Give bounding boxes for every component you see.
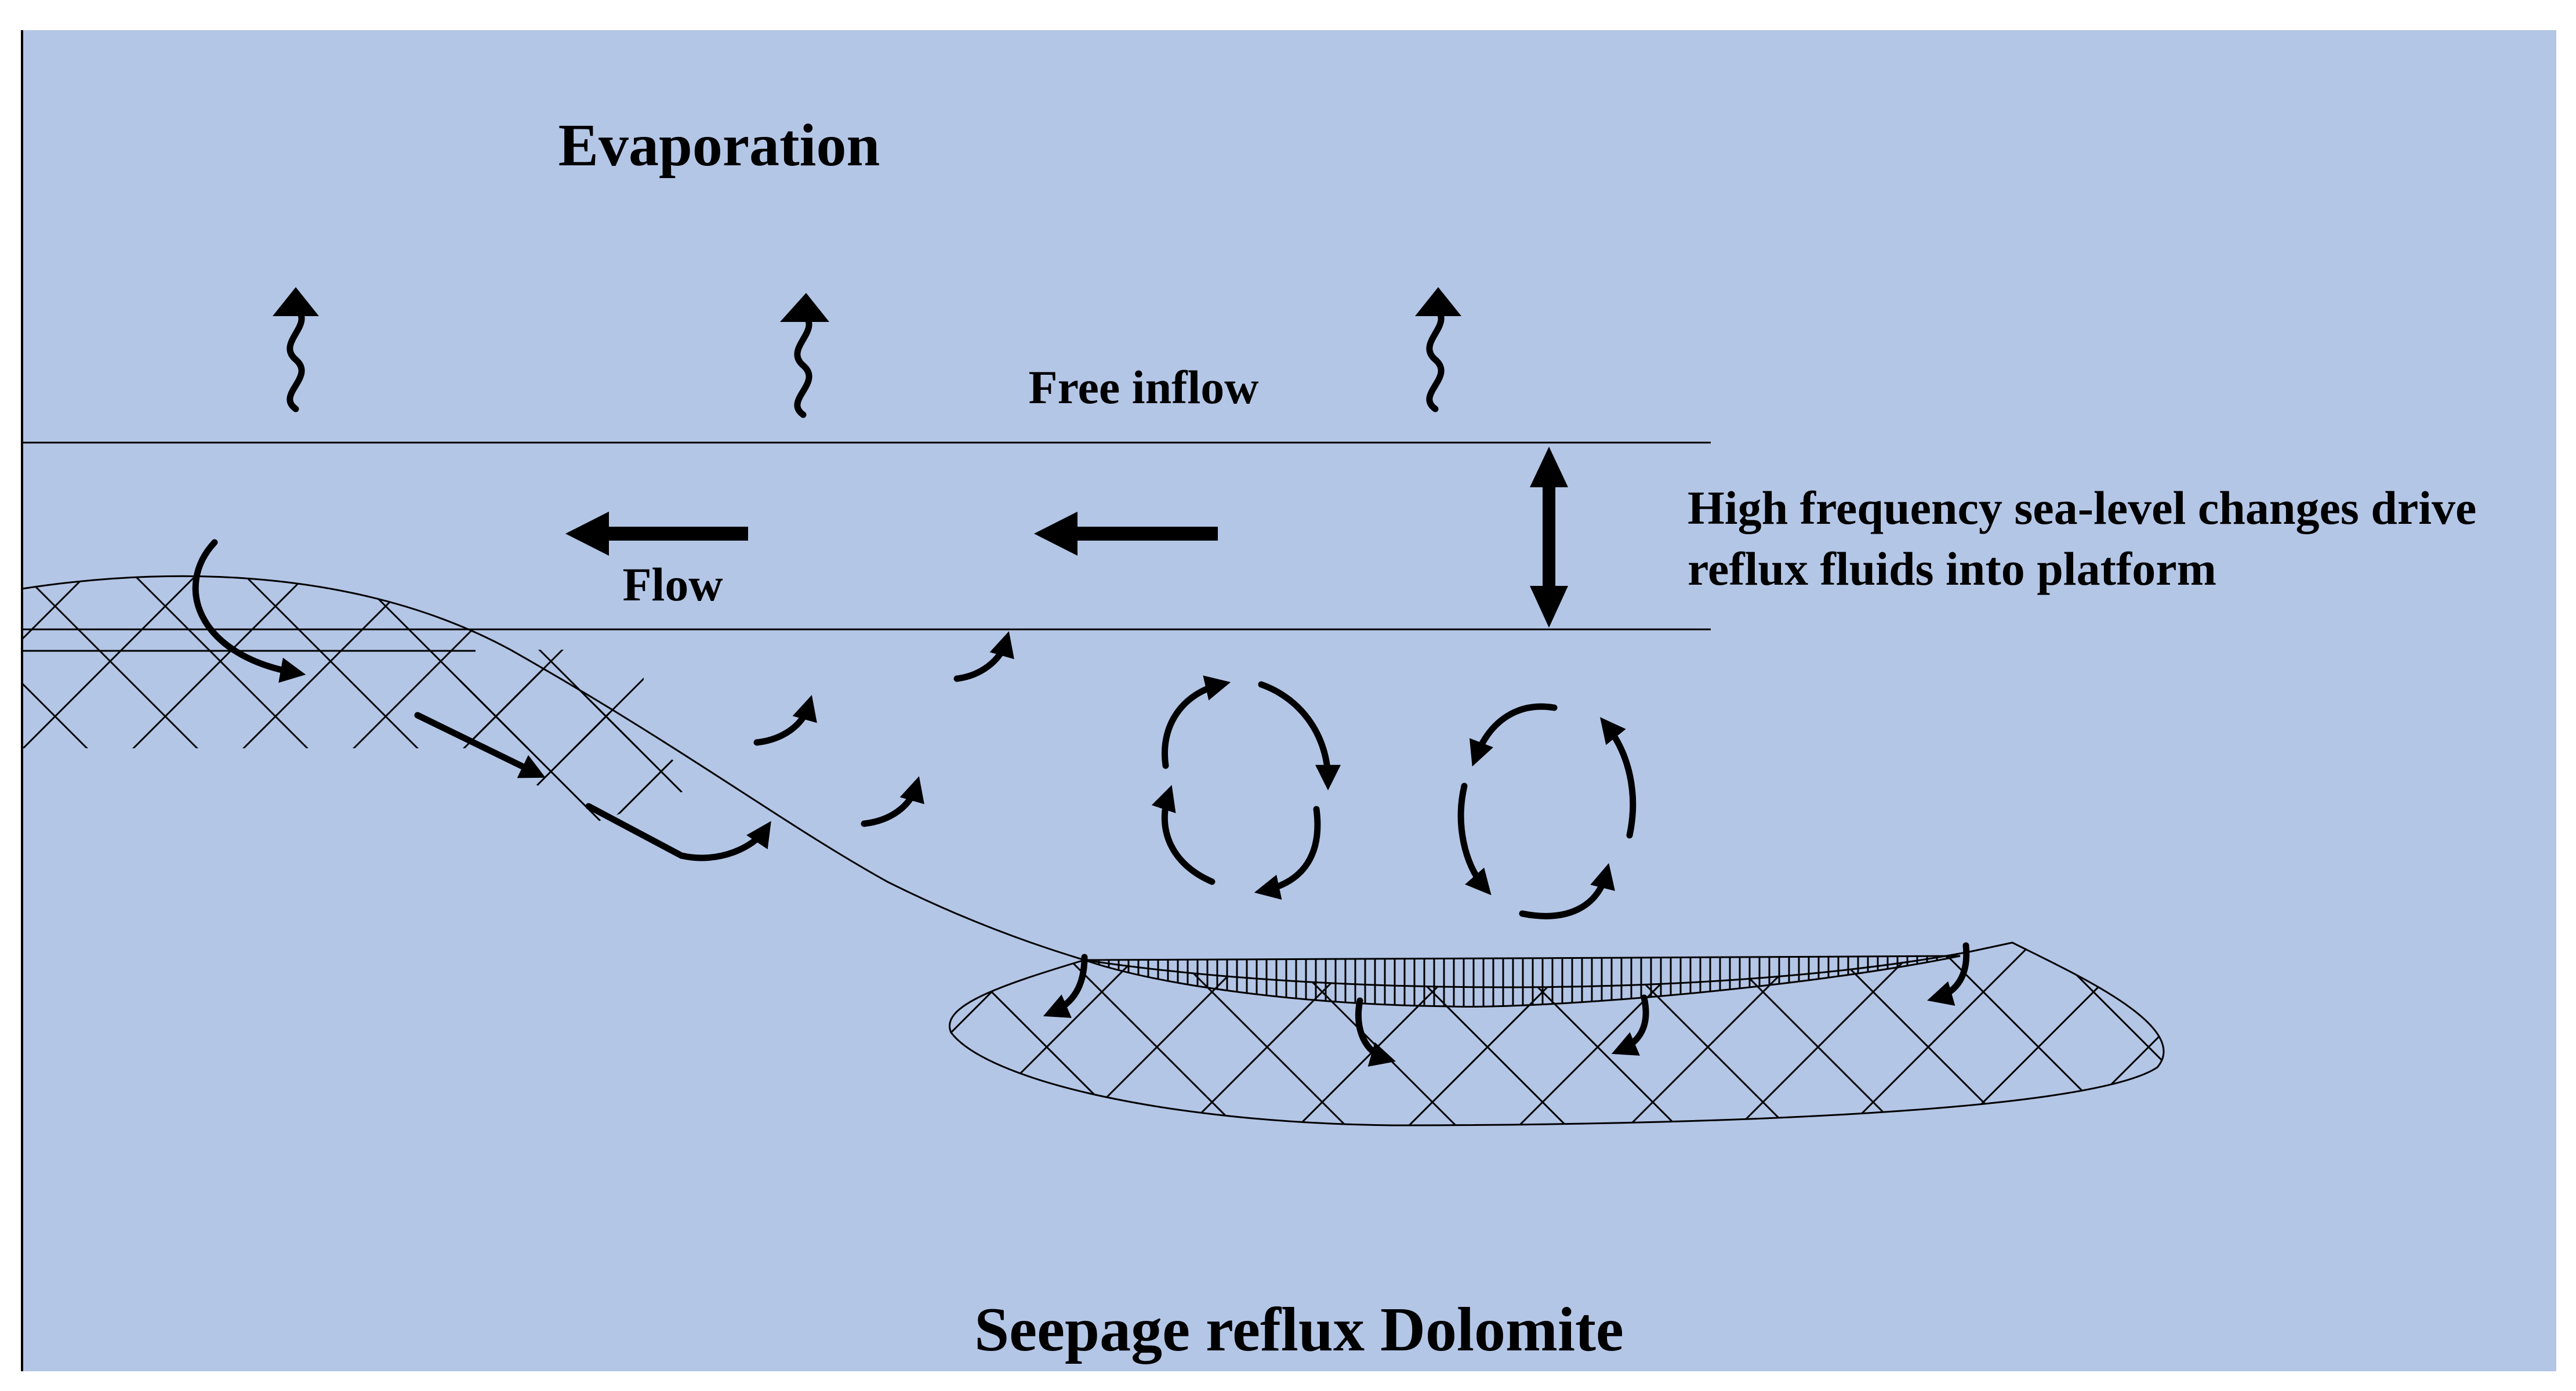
evaporation-label: Evaporation (558, 112, 880, 179)
reflux-arrow-icon (753, 695, 817, 746)
reflux-arrow-icon (192, 539, 306, 683)
evaporation-arrow-icon (273, 287, 319, 412)
flow-label: Flow (622, 558, 723, 611)
reflux-arrow-icon (585, 803, 771, 861)
reflux-arrow-icon (414, 712, 546, 778)
sea-level-note-line1: High frequency sea-level changes drive (1688, 481, 2476, 534)
seepage-arrow-icon (1611, 994, 1649, 1056)
sea-level-note-line2: reflux fluids into platform (1688, 542, 2216, 595)
evaporation-arrow-icon (1415, 287, 1461, 412)
free-inflow-label: Free inflow (1029, 361, 1259, 414)
flow-arrow-icon (565, 512, 748, 556)
reflux-arrow-icon (953, 631, 1014, 682)
slope-crosshatch (406, 650, 708, 824)
seepage-arrow-icon (1043, 954, 1088, 1018)
brine-pool (1084, 955, 1961, 1008)
platform-surface (21, 575, 1085, 961)
circulation-arrows-icon (1457, 703, 1637, 919)
diagram-title: Seepage reflux Dolomite (974, 1295, 1624, 1364)
reflux-arrow-icon (861, 776, 924, 827)
flow-arrow-icon (1034, 512, 1218, 556)
sea-level-change-arrow-icon (1530, 447, 1568, 628)
evaporation-arrow-icon (780, 293, 829, 418)
circulation-arrows-icon (1151, 675, 1341, 900)
seepage-arrow-icon (1355, 997, 1396, 1067)
seepage-arrow-icon (1927, 942, 1970, 1006)
